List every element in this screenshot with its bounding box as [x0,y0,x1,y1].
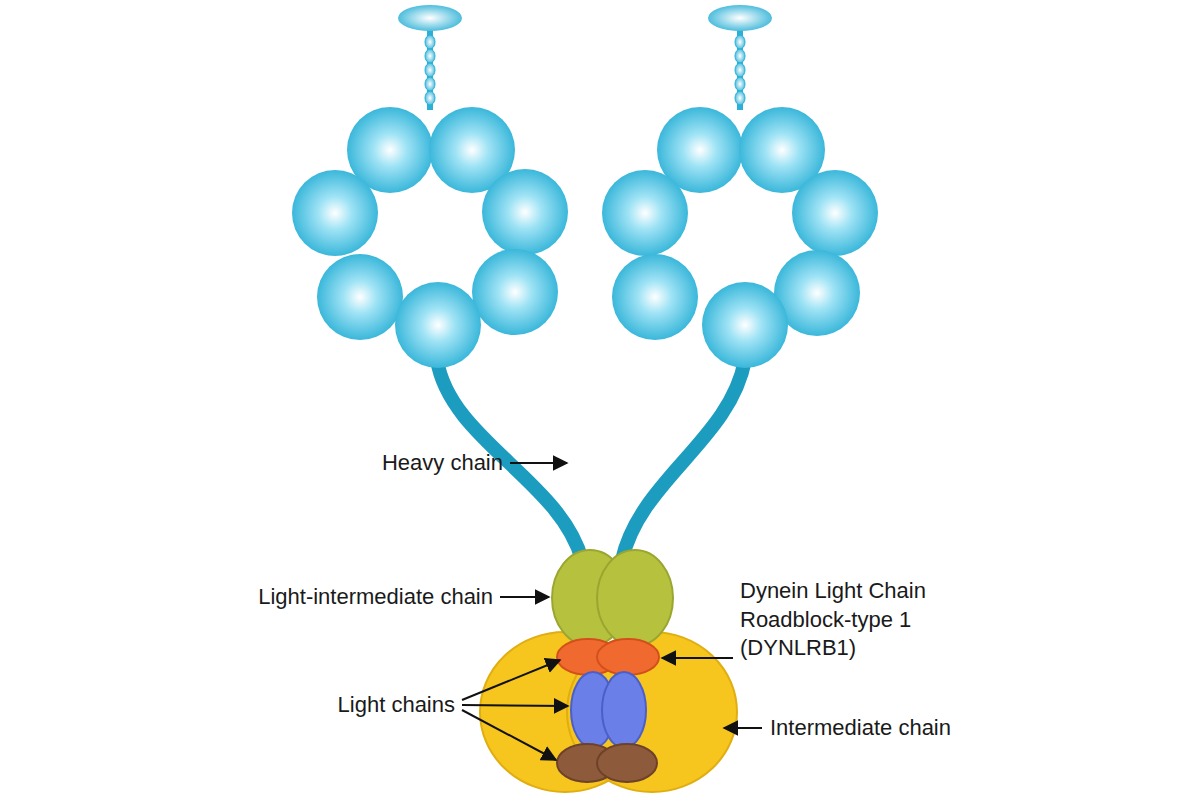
stalk-right [708,5,772,110]
motor-ring-right [602,107,878,368]
light-intermediate-label: Light-intermediate chain [258,583,493,612]
heavy-chain-stalk [622,360,745,560]
dynlrb1-label: Dynein Light Chain Roadblock-type 1 (DYN… [740,577,955,663]
heavy-chain-label: Heavy chain [382,449,503,478]
light-intermediate-chain [552,550,673,646]
light-chains-label: Light chains [338,691,455,720]
intermediate-chain [480,632,737,792]
motor-ring-left [292,107,568,368]
light-chain-brown [557,744,657,782]
dynlrb1-light-chain [557,639,659,675]
leader-lines [462,463,762,760]
stalk-left [398,5,462,110]
intermediate-chain-label: Intermediate chain [770,714,951,743]
light-chain-blue [571,672,646,748]
